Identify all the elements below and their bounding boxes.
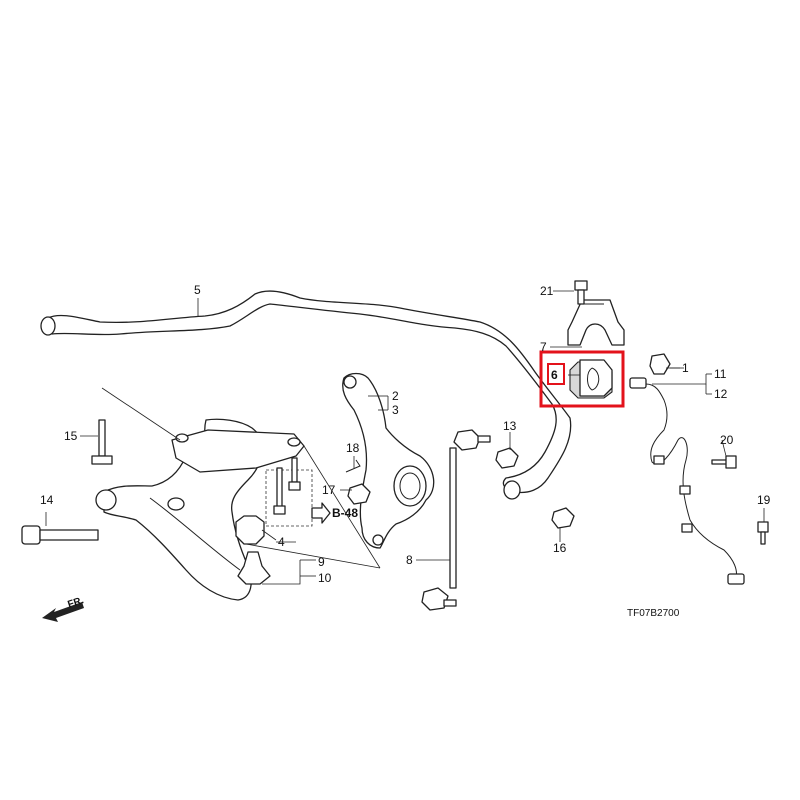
callout-4: 4 xyxy=(278,535,285,549)
callout-10: 10 xyxy=(318,571,332,585)
callout-17: 17 xyxy=(322,483,336,497)
bushing-holder xyxy=(567,299,625,346)
callout-12: 12 xyxy=(714,387,728,401)
callout-14: 14 xyxy=(40,493,54,507)
link-nut-lower xyxy=(551,507,575,529)
callout-21: 21 xyxy=(540,284,554,298)
callout-18: 18 xyxy=(346,441,360,455)
forward-label: FR. xyxy=(66,595,85,611)
arm-mount-bolt xyxy=(91,419,113,465)
link-nut-upper xyxy=(495,447,519,469)
callout-7: 7 xyxy=(540,340,547,354)
stabilizer-bar xyxy=(40,290,572,500)
dashed-detail-bolts xyxy=(265,457,313,527)
callout-2: 2 xyxy=(392,389,399,403)
ball-joint xyxy=(235,515,271,585)
forward-arrow-icon xyxy=(42,602,84,622)
lower-control-arm xyxy=(95,418,305,601)
callout-13: 13 xyxy=(503,419,517,433)
callout-5: 5 xyxy=(194,283,201,297)
callout-20: 20 xyxy=(720,433,734,447)
callout-1: 1 xyxy=(682,361,689,375)
steering-knuckle xyxy=(342,372,435,549)
callout-9: 9 xyxy=(318,555,325,569)
callout-11: 11 xyxy=(714,367,727,381)
reference-arrow xyxy=(311,502,331,524)
callout-6: 6 xyxy=(551,368,558,382)
highlight-frame xyxy=(539,350,625,408)
callout-3: 3 xyxy=(392,403,399,417)
callout-8: 8 xyxy=(406,553,413,567)
sensor-clip xyxy=(649,353,671,375)
arm-bolt xyxy=(21,525,99,545)
drawing-code: TF07B2700 xyxy=(627,608,680,619)
callout-16: 16 xyxy=(553,541,567,555)
wheel-speed-sensor xyxy=(629,377,745,585)
reference-label: B-48 xyxy=(332,506,358,520)
leader-lines xyxy=(45,290,765,585)
stabilizer-bushing xyxy=(569,359,613,399)
highlight-tag xyxy=(547,363,565,385)
callout-15: 15 xyxy=(64,429,78,443)
retaining-clip xyxy=(345,459,361,473)
sensor-bolt-lower xyxy=(757,521,769,545)
callout-19: 19 xyxy=(757,493,771,507)
flange-bolt xyxy=(574,280,588,305)
stabilizer-link xyxy=(421,429,491,611)
sensor-bolt-upper xyxy=(711,455,737,469)
knuckle-nut xyxy=(347,483,371,505)
